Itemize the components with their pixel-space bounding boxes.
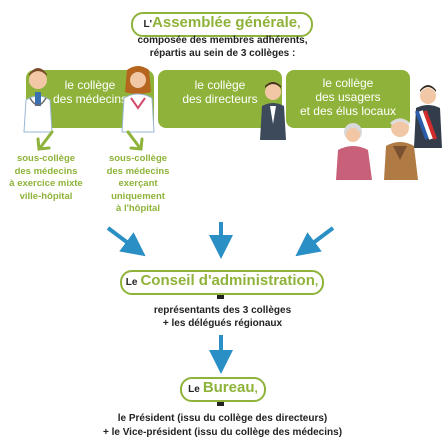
elected-official-illustration bbox=[414, 85, 442, 148]
blue-arrow-right bbox=[295, 226, 335, 257]
blue-arrow-left bbox=[106, 226, 146, 257]
bureau-title: Bureau bbox=[202, 379, 255, 396]
college-directeurs-line-2: des directeurs bbox=[182, 92, 258, 106]
assembly-title-pill: L' Assemblée générale , bbox=[131, 12, 313, 37]
elderly-woman-illustration bbox=[336, 123, 372, 180]
subcollege-hopital-line-3: exerçant bbox=[118, 178, 158, 189]
council-title-pill: Le Conseil d'administration , bbox=[120, 270, 324, 295]
council-dash bbox=[217, 295, 224, 299]
council-title-suffix: , bbox=[314, 274, 319, 288]
council-title: Conseil d'administration bbox=[140, 272, 315, 289]
doctor-woman-illustration bbox=[121, 66, 155, 133]
council-line-1: représentants des 3 collèges bbox=[153, 305, 292, 316]
subcollege-mixte-line-4: ville-hôpital bbox=[19, 190, 73, 202]
subcollege-hopital-line-2: des médecins bbox=[106, 165, 170, 177]
director-man-illustration bbox=[260, 82, 286, 140]
assembly-line-2: répartis au sein de 3 collèges : bbox=[149, 48, 296, 59]
green-arrow-right bbox=[126, 130, 144, 151]
doctor-man-illustration bbox=[23, 68, 53, 133]
college-usagers-line-1: le collège bbox=[322, 76, 374, 90]
council-title-prefix: Le bbox=[125, 277, 138, 288]
college-directeurs-line-1: le collège bbox=[194, 78, 246, 92]
subcollege-mixte-line-2: des médecins bbox=[14, 165, 78, 177]
subcollege-hopital-line-1: sous-collège bbox=[108, 153, 168, 164]
green-arrow-left bbox=[36, 130, 54, 151]
college-usagers-line-2: des usagers bbox=[315, 90, 381, 104]
bureau-title-suffix: , bbox=[254, 381, 258, 395]
college-usagers-box: le collège des usagers et des élus locau… bbox=[286, 70, 410, 128]
council-line-2: + les délégués régionaux bbox=[162, 318, 283, 329]
college-usagers-line-3: et des élus locaux bbox=[299, 104, 397, 118]
assembly-title: Assemblée générale bbox=[152, 14, 298, 31]
college-medecins-line-2: des médecins bbox=[52, 92, 128, 106]
bureau-line-1: le Président (issu du collège des direct… bbox=[117, 413, 328, 424]
assembly-line-1: composée des membres adhérents, bbox=[137, 35, 308, 46]
bureau-title-pill: Le Bureau , bbox=[180, 377, 266, 402]
subcollege-hopital: sous-collège des médecins exerçant uniqu… bbox=[98, 153, 178, 216]
subcollege-mixte-line-3: à exercice mixte bbox=[9, 178, 83, 189]
elderly-man-illustration bbox=[384, 118, 418, 180]
bureau-line-2: + le Vice-président (issu du collège des… bbox=[102, 427, 343, 438]
assembly-title-prefix: L' bbox=[143, 19, 153, 30]
college-medecins-line-1: le collège bbox=[64, 78, 116, 92]
subcollege-hopital-line-4: uniquement bbox=[111, 190, 165, 202]
bureau-title-prefix: Le bbox=[188, 384, 200, 395]
bureau-dash bbox=[217, 402, 224, 406]
assembly-title-suffix: , bbox=[297, 16, 301, 30]
subcollege-mixte: sous-collège des médecins à exercice mix… bbox=[2, 153, 90, 203]
subcollege-mixte-line-1: sous-collège bbox=[16, 153, 76, 164]
subcollege-hopital-line-5: à l'hôpital bbox=[116, 203, 160, 214]
